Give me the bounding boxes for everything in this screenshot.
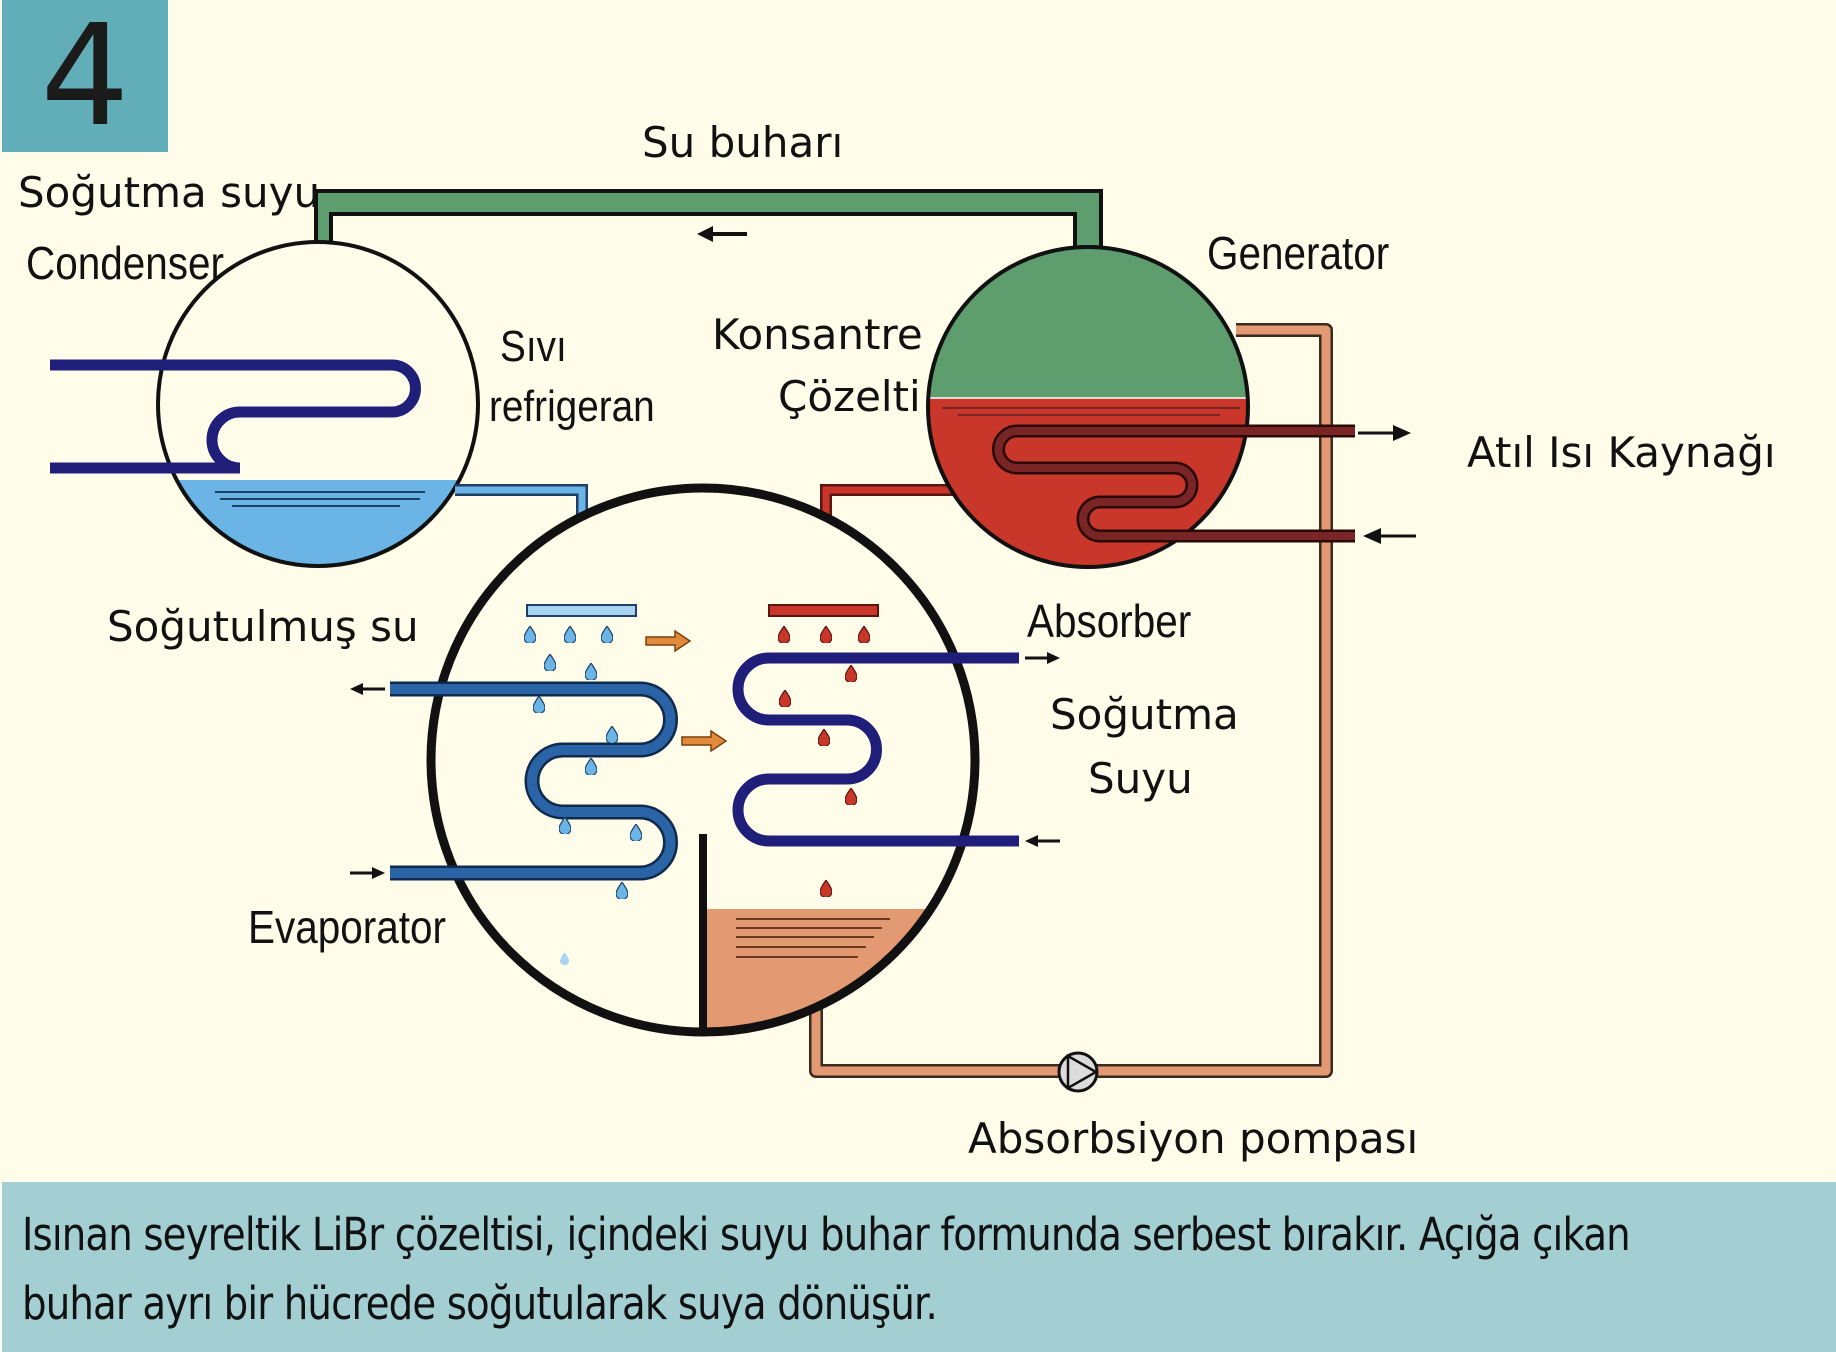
dilute-solution-pipe [809, 323, 1333, 1078]
chilled-water-out-arrow-icon [350, 683, 385, 695]
liquid-refrigerant-label-line1: Sıvı [500, 322, 567, 371]
cooling-water-out-arrow-icon [1025, 652, 1060, 664]
generator-label: Generator [1207, 227, 1390, 279]
evaporator-chilled-water-coil [390, 681, 678, 881]
waste-heat-out-arrow-icon [1358, 425, 1411, 441]
concentrate-label-line1: Konsantre [712, 310, 923, 359]
waste-heat-in-arrow-icon [1363, 528, 1416, 544]
caption-line-1: Isınan seyreltik LiBr çözeltisi, içindek… [22, 1208, 1631, 1261]
caption-band: Isınan seyreltik LiBr çözeltisi, içindek… [2, 1182, 1836, 1352]
vapor-transfer-arrow-icon [645, 629, 692, 653]
liquid-refrigerant-label-line2: refrigeran [489, 382, 655, 431]
vapor-pipe [314, 189, 1103, 252]
caption-text: Isınan seyreltik LiBr çözeltisi, içindek… [22, 1200, 1785, 1338]
vapor-label: Su buharı [642, 118, 844, 167]
cooling-water-label-line1: Soğutma [1050, 690, 1239, 739]
slide-number: 4 [40, 0, 130, 158]
chilled-water-in-arrow-icon [350, 867, 385, 879]
condenser-label: Condenser [26, 237, 225, 289]
slide-number-box: 4 [2, 0, 168, 152]
absorber-label: Absorber [1027, 595, 1192, 647]
pump-label: Absorbsiyon pompası [968, 1114, 1419, 1163]
concentrate-label-line2: Çözelti [778, 372, 921, 421]
absorber-spray-bar [768, 604, 879, 617]
caption-line-2: buhar ayrı bir hücrede soğutularak suya … [22, 1277, 938, 1330]
cooling-water-label-line2: Suyu [1088, 754, 1193, 803]
evaporator-label: Evaporator [248, 901, 447, 953]
chilled-water-label: Soğutulmuş su [107, 602, 419, 651]
vapor-transfer-arrow-icon [681, 729, 728, 753]
evaporator-absorber-vessel [426, 483, 980, 1037]
condenser-cooling-coil [50, 359, 421, 474]
waste-heat-label: Atıl Isı Kaynağı [1467, 428, 1776, 477]
cooling-water-top-label: Soğutma suyu [18, 168, 321, 217]
waste-heat-coil [992, 424, 1355, 543]
absorber-cooling-water-coil [732, 652, 1019, 847]
evaporator-spray-bar [526, 604, 637, 617]
vapor-flow-arrow-icon [697, 226, 747, 242]
absorption-pump-icon [1057, 1051, 1099, 1093]
cooling-water-in-arrow-icon [1025, 835, 1060, 847]
